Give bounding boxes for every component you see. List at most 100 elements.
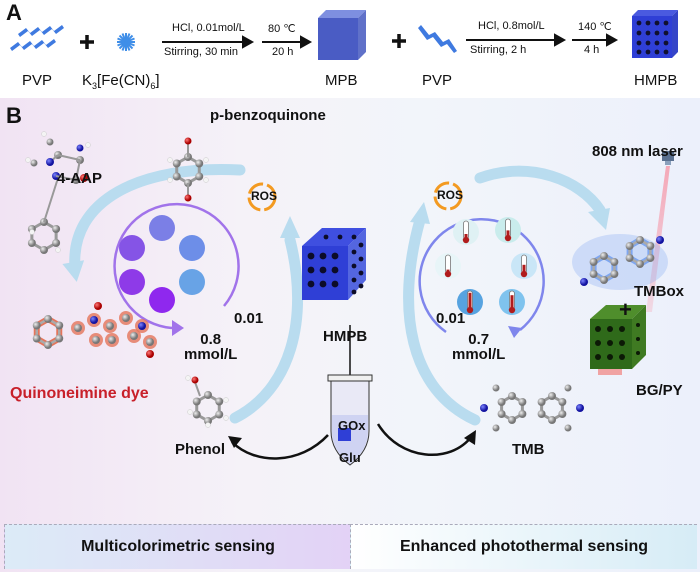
tmbox-plus: + — [619, 297, 632, 322]
reagent-pvp-label: PVP — [422, 72, 453, 89]
tmb-ring-right — [537, 392, 567, 424]
product-hmpb-label: HMPB — [634, 72, 678, 89]
panel-a-graphics — [10, 10, 678, 60]
thermometer-icon — [499, 289, 525, 315]
colorimetric-range-ring — [113, 202, 240, 330]
hmpb-center-cube-icon — [302, 228, 366, 300]
left-range-low: 0.01 — [234, 310, 264, 327]
plus-icon — [392, 34, 406, 48]
bgpy-cube-icon — [590, 305, 646, 375]
footer-right-label: Enhanced photothermal sensing — [399, 538, 649, 555]
tmbox-ring-right — [625, 236, 655, 268]
left-cycle-arrow — [69, 164, 304, 424]
thermometer-icon — [453, 219, 479, 245]
pvp-icon — [418, 25, 457, 53]
formula-k: K — [82, 72, 93, 89]
tube-gox-label: GOx — [338, 418, 366, 433]
tube-to-tmb-arrow — [376, 423, 473, 457]
ros-right-icon — [433, 181, 463, 211]
step2-condition-top: 80 ℃ — [268, 23, 296, 35]
color-dot — [179, 269, 205, 295]
ros-right-label: ROS — [437, 188, 464, 202]
reaction-arrow-2 — [262, 35, 313, 49]
laser-icon — [662, 151, 674, 165]
intermediate-mpb-label: MPB — [325, 72, 358, 89]
step1-condition-bottom: Stirring, 30 min — [164, 46, 238, 58]
dye-molecule-icon — [32, 302, 157, 358]
step4-condition-top: 140 ℃ — [578, 21, 612, 33]
right-range-high-value: 0.7 — [468, 331, 490, 348]
formula-end: ] — [155, 72, 160, 89]
photothermal-range-ring — [418, 218, 545, 334]
step3-condition-top: HCl, 0.8mol/L — [478, 20, 545, 32]
left-range-unit: mmol/L — [184, 346, 238, 363]
step1-condition-top: HCl, 0.01mol/L — [172, 22, 245, 34]
left-up-arrowhead — [280, 216, 300, 238]
thermometer-icon — [435, 253, 461, 279]
color-dot — [119, 235, 145, 261]
tmb-ring-left — [497, 392, 527, 424]
photothermal-ring-arrowhead — [508, 326, 522, 338]
right-cycle-arrowhead — [588, 208, 610, 230]
color-dot — [179, 235, 205, 261]
pvp-icon — [10, 25, 64, 51]
footer-multicolorimetric: Multicolorimetric sensing — [4, 524, 351, 569]
colorimetric-ring-arrowhead — [172, 320, 184, 336]
benzoquinone-molecule-icon — [167, 137, 209, 202]
right-cycle-arrow — [403, 165, 606, 426]
thermometer-icon — [457, 289, 483, 315]
aap-molecule-icon — [25, 131, 91, 254]
color-dot — [149, 287, 175, 313]
phenol-label: Phenol — [175, 441, 226, 458]
hmpb-cube-icon — [632, 10, 678, 58]
left-cycle-arrowhead — [62, 260, 85, 282]
color-dot — [119, 269, 145, 295]
left-range-high-value: 0.8 — [200, 331, 222, 348]
reaction-arrow-3 — [466, 33, 567, 47]
laser-label: 808 nm laser — [592, 143, 683, 160]
step3-condition-bottom: Stirring, 2 h — [470, 44, 527, 56]
reaction-arrow-1 — [162, 35, 255, 49]
step4-condition-bottom: 4 h — [584, 44, 600, 56]
formula-fe-sub: 6 — [150, 81, 156, 91]
panel-a-label: A — [6, 0, 22, 25]
right-range-low: 0.01 — [436, 310, 466, 327]
footer-left-label: Multicolorimetric sensing — [81, 538, 275, 555]
tmbox-molecule-icon — [572, 234, 668, 290]
aap-label: 4-AAP — [57, 170, 103, 187]
reactant-pvp-label: PVP — [22, 72, 53, 89]
ros-left-icon — [247, 182, 277, 212]
benzoquinone-label: p-benzoquinone — [210, 107, 326, 124]
reaction-tube-icon — [327, 374, 373, 466]
tmb-molecule-icon — [480, 384, 584, 432]
reaction-arrow-4 — [572, 33, 619, 47]
step2-condition-bottom: 20 h — [272, 46, 294, 58]
tmb-label: TMB — [512, 441, 545, 458]
thermometer-icon — [511, 253, 537, 279]
formula-k-sub: 3 — [92, 81, 98, 91]
ros-left-label: ROS — [251, 189, 278, 203]
quinoneimine-dye-label: Quinoneimine dye — [10, 385, 149, 402]
tube-to-phenol-arrowhead — [228, 436, 242, 448]
reactant-ferricyanide-label: K3[Fe(CN)6] — [82, 72, 160, 91]
colorimetric-dots — [119, 215, 205, 313]
phenol-molecule-icon — [185, 375, 229, 428]
panel-b-label: B — [6, 103, 22, 128]
tube-to-phenol-arrow — [231, 434, 329, 460]
footer-photothermal: Enhanced photothermal sensing — [350, 524, 697, 569]
hmpb-center-label: HMPB — [323, 328, 368, 345]
tube-to-tmb-arrowhead — [464, 430, 476, 445]
right-up-arrowhead — [410, 202, 430, 224]
right-range-unit: mmol/L — [452, 346, 506, 363]
formula-mid: [Fe(CN) — [97, 72, 151, 89]
bgpy-label: BG/PY — [636, 382, 683, 399]
plus-icon — [80, 35, 94, 49]
color-dot — [149, 215, 175, 241]
tmbox-label: TMBox — [634, 283, 684, 300]
mpb-cube-icon — [318, 10, 366, 60]
tmbox-ring-left — [589, 252, 619, 284]
tube-glu-label: Glu — [339, 450, 361, 465]
